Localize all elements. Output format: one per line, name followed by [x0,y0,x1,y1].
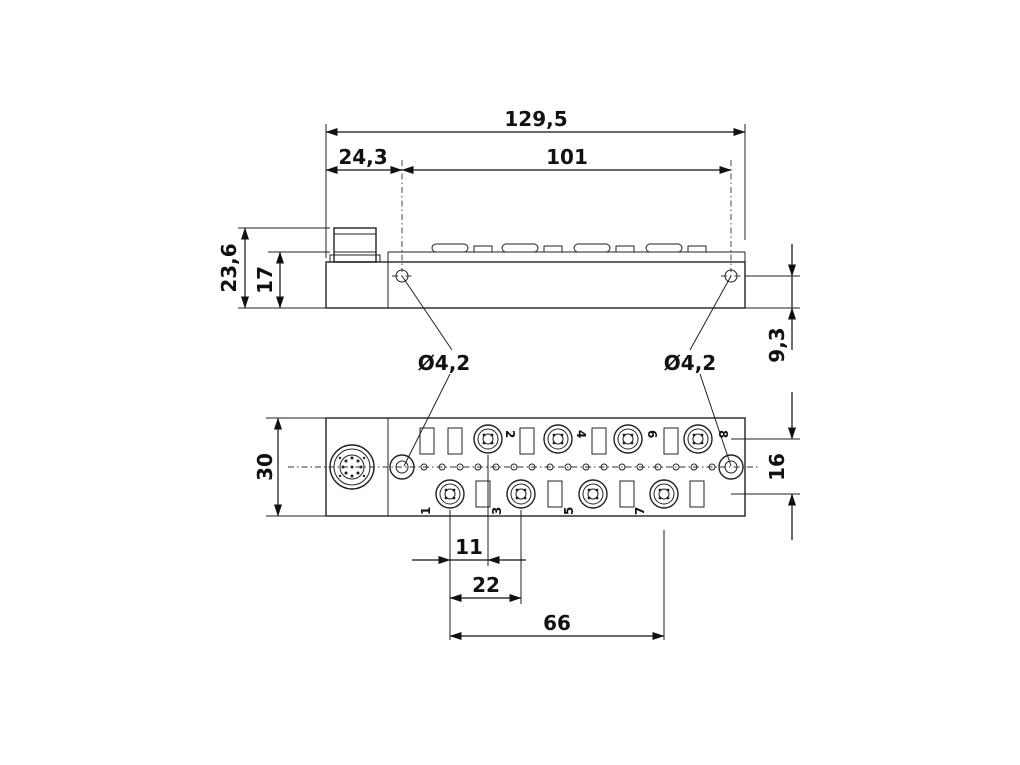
dim-overall-length-label: 129,5 [504,107,567,131]
port-1-icon [435,479,465,509]
port-number-6: 6 [645,430,659,438]
port-number-3: 3 [490,507,504,515]
hole-callouts: Ø4,2 Ø4,2 [401,275,732,467]
dim-port-pair-pitch: 22 [449,573,522,602]
dim-body-height: 17 [253,251,284,309]
port-6-icon [613,424,643,454]
dim-hole-height-label: 9,3 [765,327,789,362]
side-connector [329,227,381,263]
dim-port-pitch-label: 11 [455,535,483,559]
port-number-1: 1 [419,507,433,515]
dim-width-label: 30 [253,453,277,481]
dim-port-pair-pitch-label: 22 [472,573,500,597]
port-number-8: 8 [716,430,730,438]
dim-hole-height: 9,3 [765,244,796,363]
dim-port-span: 66 [449,611,665,640]
dim-connector-offset: 24,3 [325,145,403,174]
dim-body-height-label: 17 [253,266,277,294]
dim-connector-offset-label: 24,3 [338,145,387,169]
side-body-outline [325,261,746,309]
hole-label-right: Ø4,2 [664,351,716,375]
dim-overall-length: 129,5 [325,107,746,136]
port-number-7: 7 [633,507,647,515]
dim-total-height: 23,6 [217,227,249,309]
dim-hole-row-spacing: 16 [765,392,796,540]
top-view: 2 4 6 8 1 3 5 7 [288,417,760,517]
dim-port-span-label: 66 [543,611,571,635]
side-view [325,160,746,309]
label-windows [419,427,705,508]
dim-hole-spacing-label: 101 [546,145,588,169]
dim-width: 30 [253,417,282,517]
top-body-outline [325,417,746,517]
port-2-icon [473,424,503,454]
side-extension-lines [238,124,800,309]
port-number-4: 4 [574,430,588,438]
port-5-icon [578,479,608,509]
port-number-2: 2 [503,430,517,438]
top-extension-lines [266,417,800,640]
port-4-icon [543,424,573,454]
led-row [420,463,716,471]
dim-hole-row-spacing-label: 16 [765,453,789,481]
port-8-icon [683,424,713,454]
side-port-profile [387,243,746,262]
dim-hole-spacing: 101 [401,145,732,174]
dim-port-pitch: 11 [412,535,526,564]
port-number-5: 5 [562,507,576,515]
port-7-icon [649,479,679,509]
hole-label-left: Ø4,2 [418,351,470,375]
dim-total-height-label: 23,6 [217,243,241,292]
port-3-icon [506,479,536,509]
